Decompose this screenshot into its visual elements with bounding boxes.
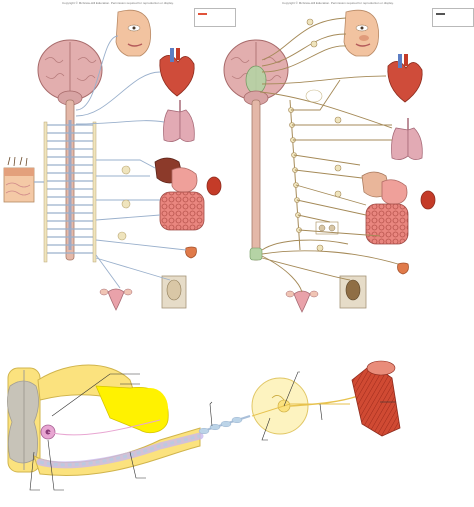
spinal-nerve-tips-left — [43, 121, 97, 263]
eye-gland-right — [315, 221, 339, 235]
label-leader-lines — [29, 371, 396, 491]
skin-block-left — [3, 156, 44, 203]
somatic-nerve-paths-left — [75, 35, 187, 289]
ganglia-right — [306, 18, 342, 252]
reproductive-organs-left — [99, 275, 187, 311]
autonomic-ganglion — [251, 377, 350, 435]
ganglia-left — [117, 165, 131, 241]
heart-right — [387, 54, 423, 103]
stomach-liver-right — [361, 171, 436, 210]
sacral-ganglion-right — [249, 247, 263, 261]
spinal-nerves-left — [44, 124, 96, 254]
intestines-right — [365, 203, 409, 245]
face-left — [115, 9, 152, 57]
lungs-left — [163, 100, 195, 142]
lungs-right — [391, 118, 423, 160]
autonomic-system-panel — [223, 9, 436, 313]
autonomic-nerve-paths-right — [259, 17, 399, 293]
legend-box-left — [194, 8, 236, 27]
legend-swatch-left — [198, 13, 207, 15]
bladder-right — [397, 262, 409, 275]
spinal-cord-cross-section — [7, 367, 41, 473]
reproductive-organs-right — [285, 275, 367, 313]
stomach-liver-left — [154, 157, 222, 196]
spinal-cord-right — [251, 99, 261, 261]
copyright-notice-left: Copyright © McGraw-Hill Education. Permi… — [62, 1, 174, 5]
copyright-notice-right: Copyright © McGraw-Hill Education. Permi… — [282, 1, 394, 5]
somatic-system-panel — [3, 9, 222, 311]
motor-neuron-cell-body — [40, 419, 161, 440]
ventral-root — [33, 427, 201, 476]
brain-left — [37, 39, 103, 106]
sympathetic-chain-right — [288, 99, 302, 251]
postganglionic-fiber — [289, 395, 359, 407]
face-right — [343, 9, 380, 57]
spinal-cord-cross-section-panel — [7, 360, 401, 491]
brain-right — [223, 39, 289, 106]
bladder-left — [185, 246, 197, 259]
ventral-root-inner — [36, 432, 204, 469]
legend-swatch-right — [436, 13, 445, 15]
intestines-left — [159, 191, 205, 231]
cardiac-plexus-right — [305, 89, 323, 103]
effector-muscle — [351, 360, 401, 437]
heart-left — [159, 48, 195, 97]
myelinated-axon — [198, 415, 251, 435]
